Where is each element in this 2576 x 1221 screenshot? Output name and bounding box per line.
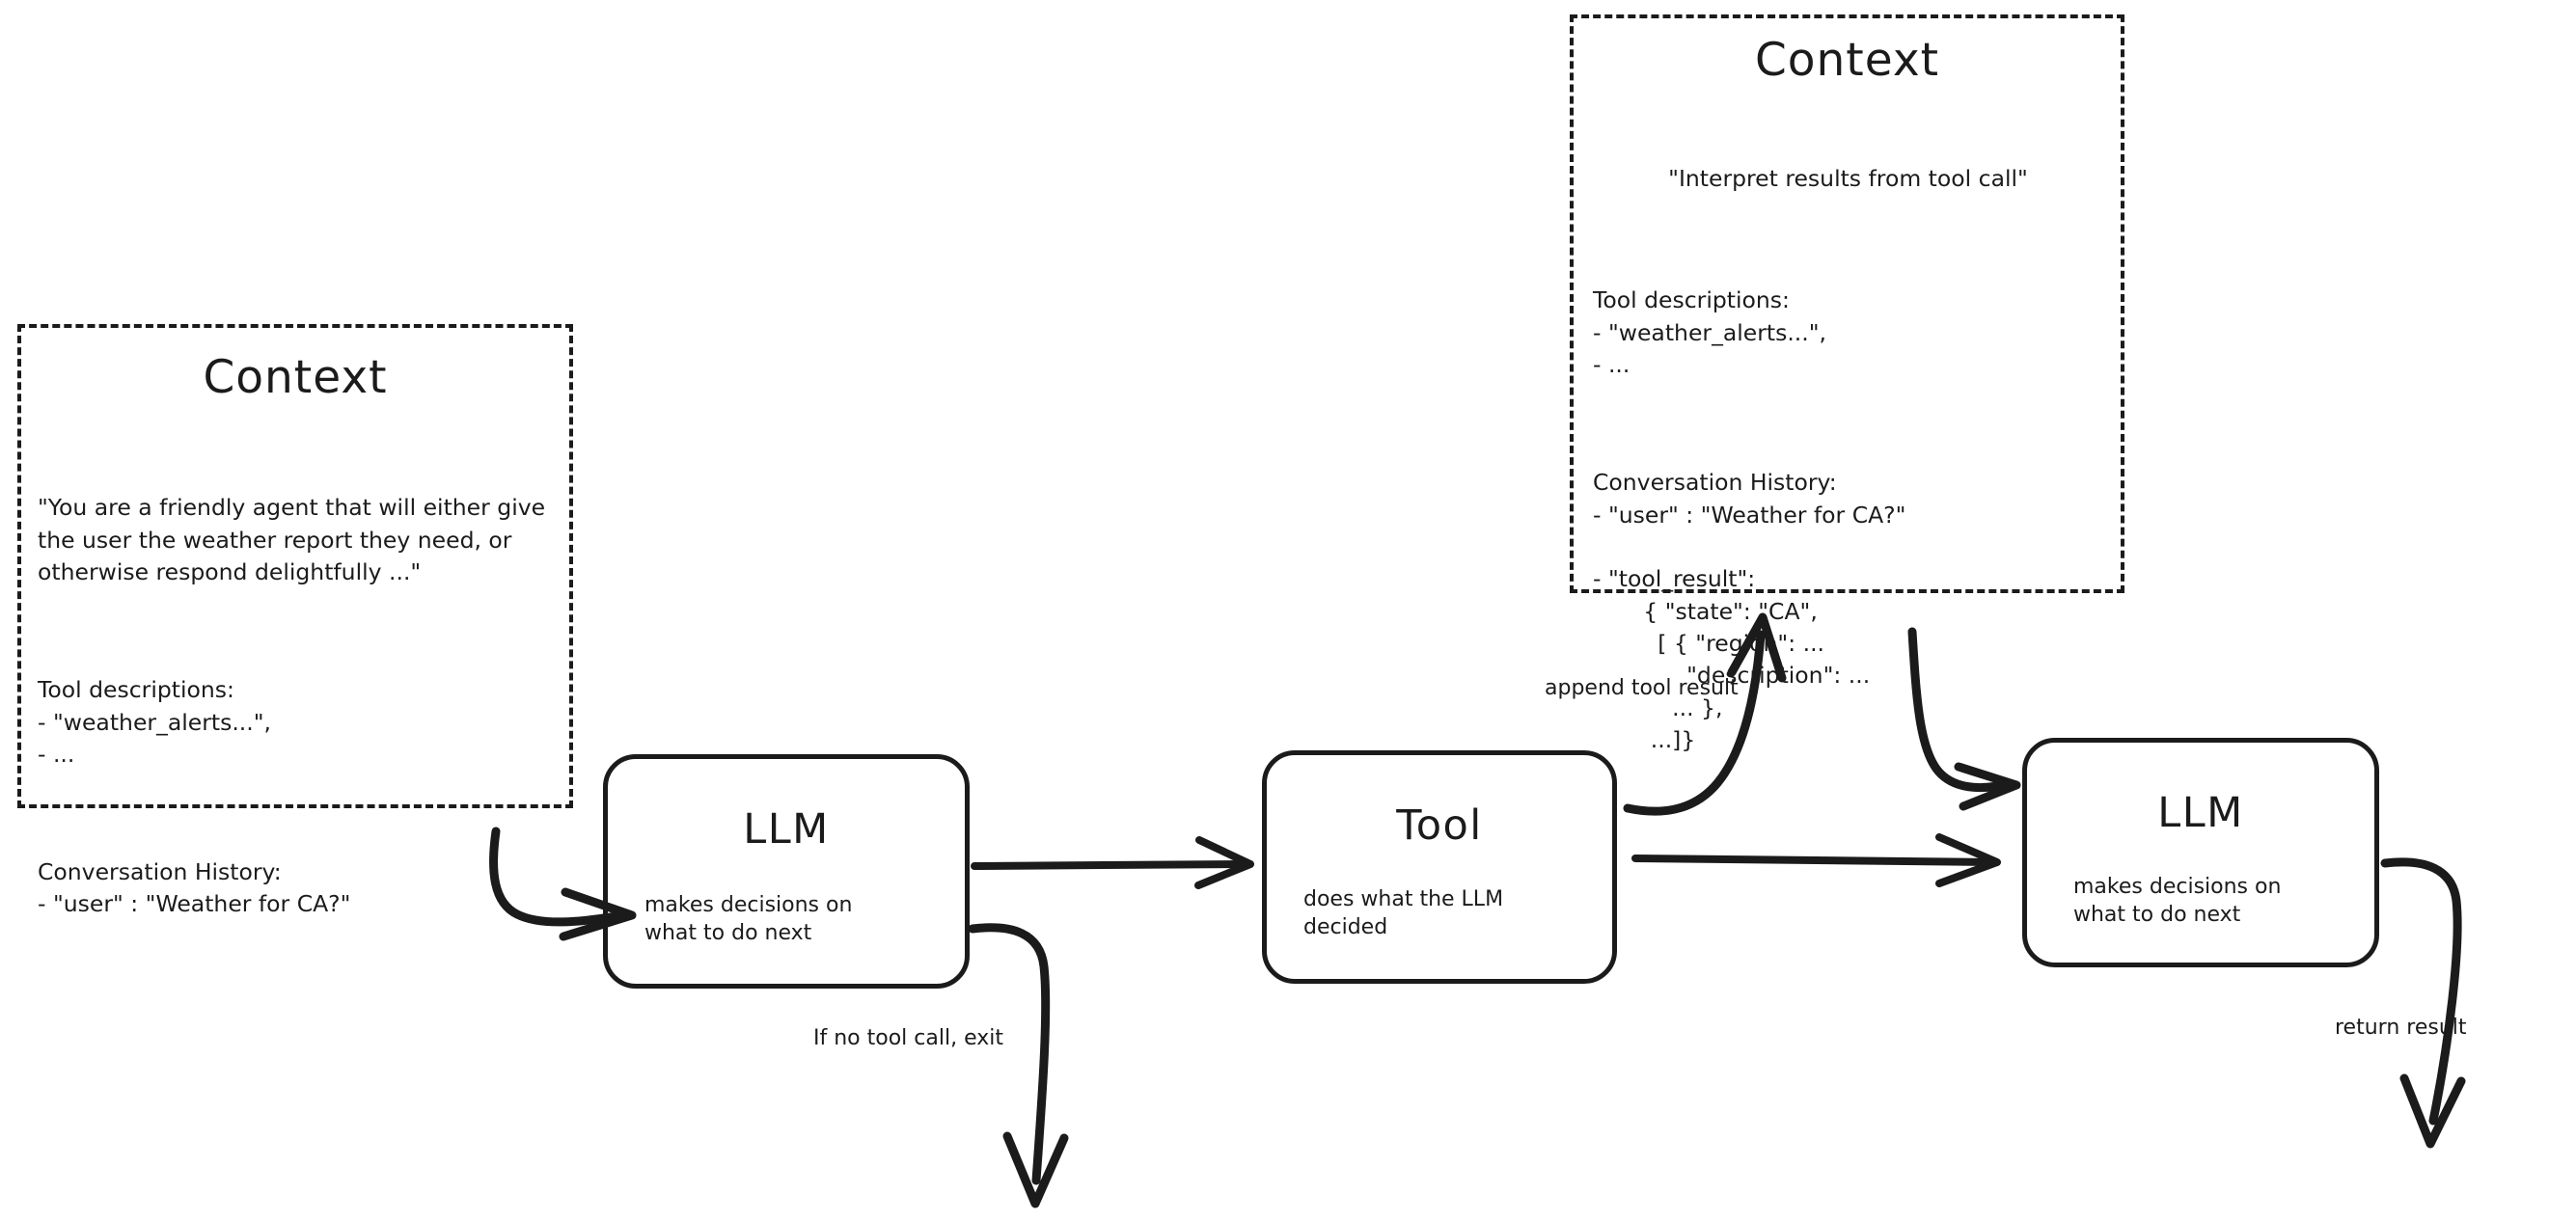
arrow-return-result — [2380, 857, 2466, 1149]
node-tool-title: Tool — [1396, 801, 1483, 850]
context-box-right: Context "Interpret results from tool cal… — [1570, 14, 2124, 753]
context-right-history-heading: Conversation History: — [1593, 469, 1837, 497]
node-tool[interactable]: Tool does what the LLM decided — [1262, 750, 1617, 984]
context-right-heading: Context — [1754, 34, 1940, 87]
context-right-tools-list: - "weather_alerts...", - ... — [1593, 318, 1827, 379]
context-right-tools-heading: Tool descriptions: — [1593, 286, 1790, 314]
context-right-history-user: - "user" : "Weather for CA?" — [1593, 501, 1906, 529]
context-right-tools: Tool descriptions: - "weather_alerts...",… — [1593, 285, 2103, 381]
node-llm-second-title: LLM — [2157, 789, 2244, 837]
edge-label-return-result: return result — [2335, 1016, 2467, 1040]
context-left-system-prompt: "You are a friendly agent that will eith… — [38, 494, 553, 586]
edge-label-append-tool-result: append tool result — [1545, 676, 1739, 700]
context-left-history-list: - "user" : "Weather for CA?" — [38, 890, 351, 918]
node-llm-second-subtitle: makes decisions on what to do next — [2073, 875, 2282, 928]
node-llm-first-subtitle: makes decisions on what to do next — [644, 893, 853, 946]
context-box-left: Context "You are a friendly agent that w… — [17, 324, 573, 917]
context-left-tools-heading: Tool descriptions: — [38, 676, 234, 704]
context-left-body: "You are a friendly agent that will eith… — [38, 428, 546, 986]
arrow-tool-to-llm2 — [1631, 833, 2001, 887]
edge-label-exit: If no tool call, exit — [813, 1026, 1003, 1050]
context-right-history: Conversation History: - "user" : "Weather… — [1593, 467, 2103, 756]
context-left-tools: Tool descriptions: - "weather_alerts...",… — [38, 674, 546, 771]
context-right-body: "Interpret results from tool call" Tool … — [1593, 99, 2103, 822]
context-left-heading: Context — [203, 351, 388, 404]
node-llm-second[interactable]: LLM makes decisions on what to do next — [2022, 738, 2379, 967]
node-llm-first-title: LLM — [743, 805, 830, 854]
context-left-history: Conversation History: - "user" : "Weather… — [38, 856, 546, 921]
node-llm-first[interactable]: LLM makes decisions on what to do next — [603, 754, 970, 989]
context-right-system-prompt: "Interpret results from tool call" — [1668, 165, 2028, 193]
arrow-exit — [968, 923, 1069, 1208]
context-right-history-tool-result: - "tool_result": { "state": "CA", [ { "r… — [1593, 565, 1871, 754]
arrow-llm-to-tool — [971, 836, 1254, 889]
node-tool-subtitle: does what the LLM decided — [1303, 887, 1504, 940]
context-left-history-heading: Conversation History: — [38, 858, 282, 885]
context-left-tools-list: - "weather_alerts...", - ... — [38, 708, 272, 768]
